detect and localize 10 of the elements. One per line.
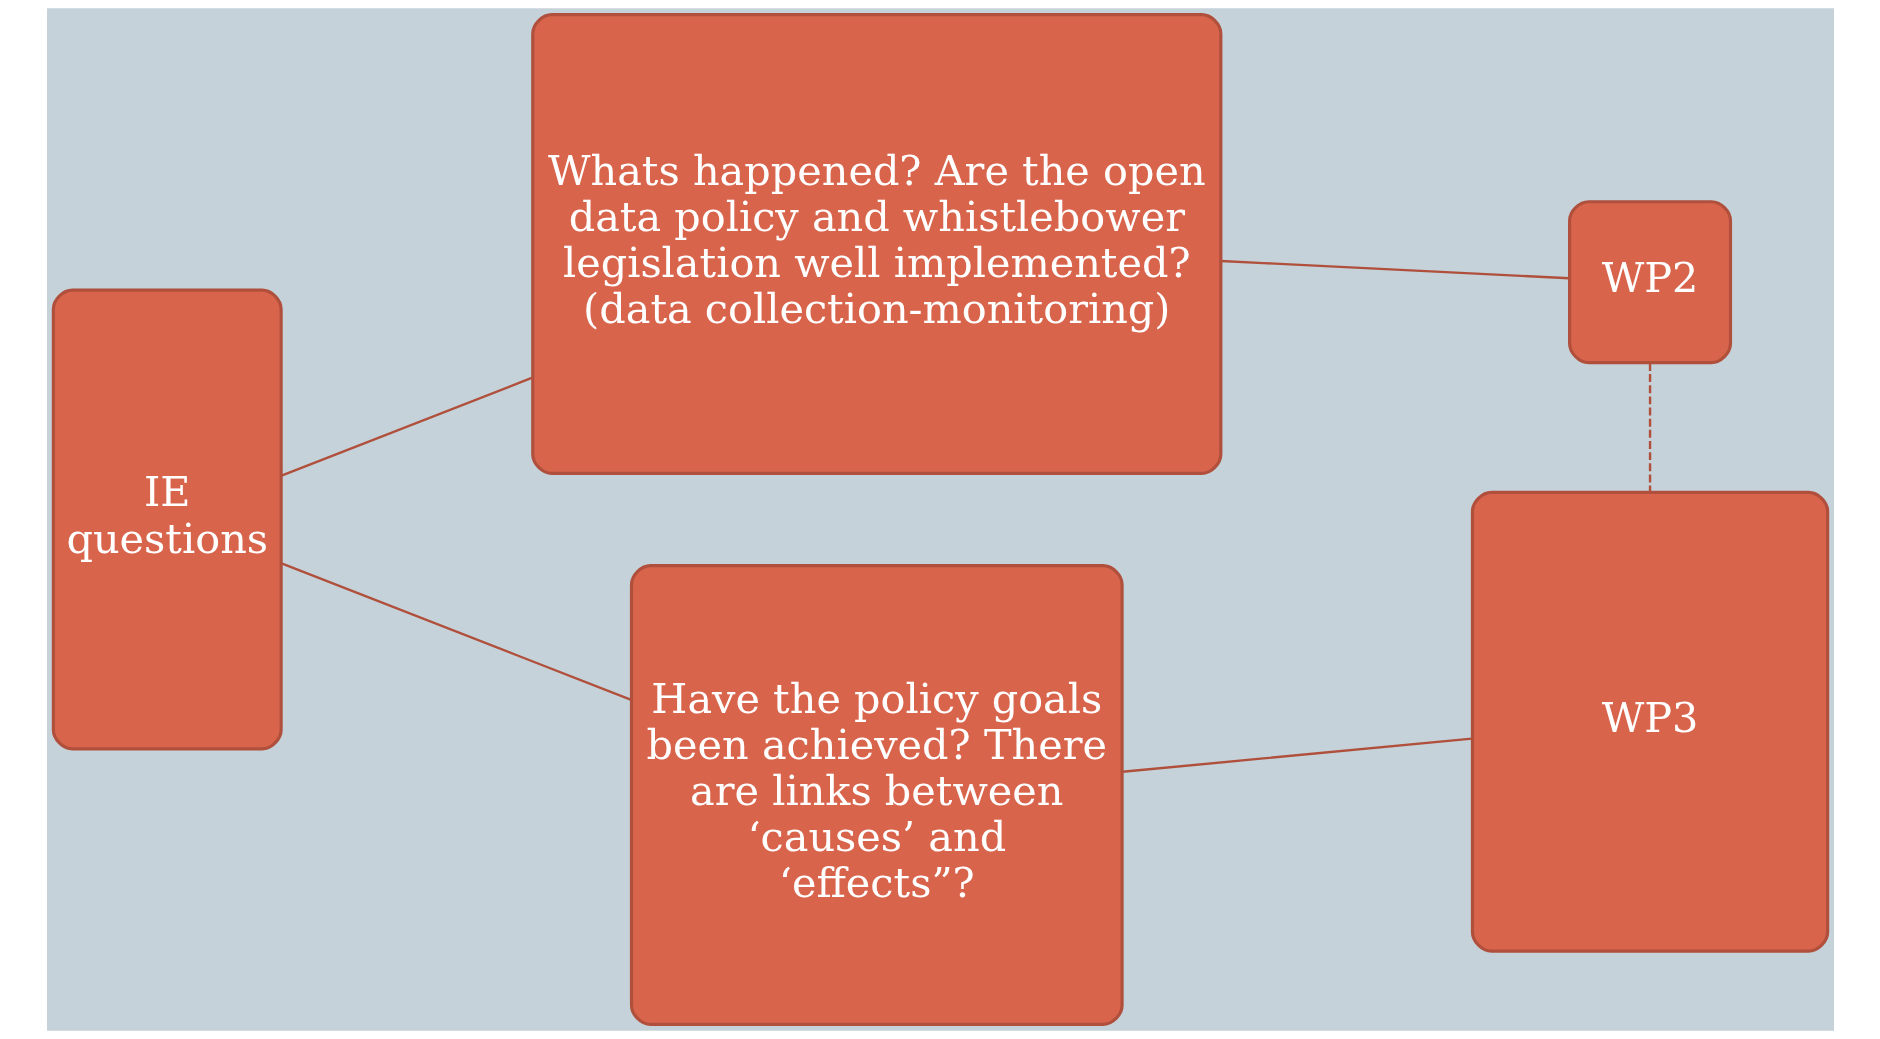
connector [1220, 259, 1569, 280]
connector [1648, 362, 1651, 493]
node-box: Whats happened? Are the open data policy and whistlebower legislation well implemented? (data collection-monitoring) [530, 13, 1222, 475]
node-box: Have the policy goals been achieved? There are links between ‘causes’ and ‘effects”? [629, 564, 1124, 1026]
node-box: WP2 [1567, 200, 1732, 365]
node-box: IE questions [51, 288, 283, 751]
connector [280, 376, 533, 477]
connector [280, 562, 632, 701]
connector [1121, 737, 1472, 773]
node-box: WP3 [1470, 490, 1829, 953]
